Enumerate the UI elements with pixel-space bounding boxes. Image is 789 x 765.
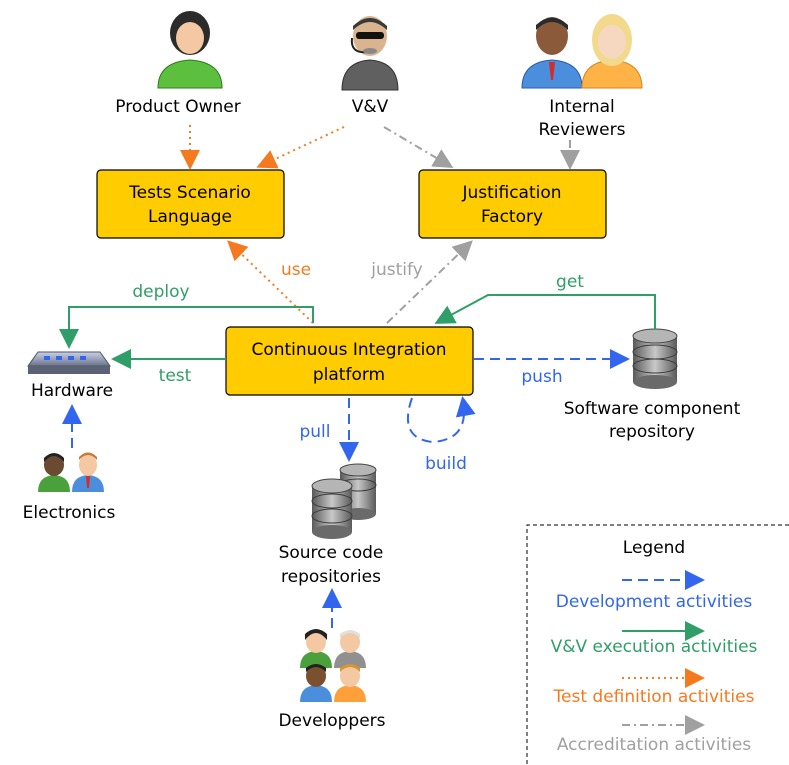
legend: Legend Development activities V&V execut…: [526, 524, 789, 765]
ci-platform-line2: platform: [313, 365, 385, 385]
legend-accreditation: Accreditation activities: [557, 735, 751, 755]
source-repos-line2: repositories: [281, 567, 381, 587]
ci-platform-line1: Continuous Integration: [251, 340, 446, 360]
edge-vv-to-justification: [383, 126, 454, 169]
product-owner-icon: [157, 11, 223, 89]
tests-scenario-line1: Tests Scenario: [128, 183, 251, 203]
edge-ci-justify-justification: [386, 240, 473, 324]
developers-icon: [300, 629, 366, 702]
build-label: build: [425, 454, 467, 474]
justification-factory-box: Justification Factory: [418, 169, 607, 239]
legend-title: Legend: [623, 538, 685, 558]
test-label: test: [159, 366, 192, 386]
internal-reviewers-icon: [521, 14, 643, 89]
tests-scenario-line2: Language: [148, 207, 232, 227]
hardware-label: Hardware: [31, 381, 113, 401]
ci-platform-box: Continuous Integration platform: [225, 326, 474, 396]
source-repos-database-icon: [311, 463, 377, 539]
legend-test-definition: Test definition activities: [553, 687, 755, 707]
software-repo-line2: repository: [609, 422, 695, 442]
get-label: get: [556, 272, 584, 292]
electronics-icon: [38, 452, 104, 492]
legend-development: Development activities: [556, 592, 753, 612]
edge-repo-get-ci: [434, 294, 656, 330]
edge-ci-use-tests: [227, 240, 314, 324]
electronics-label: Electronics: [23, 503, 116, 523]
justification-line2: Factory: [481, 207, 543, 227]
developers-label: Developpers: [278, 711, 385, 731]
use-label: use: [281, 260, 311, 280]
software-repo-database-icon: [632, 328, 678, 389]
push-label: push: [521, 367, 562, 387]
pull-label: pull: [299, 422, 330, 442]
deploy-label: deploy: [132, 282, 189, 302]
internal-reviewers-line2: Reviewers: [539, 120, 626, 140]
product-owner-label: Product Owner: [115, 97, 240, 117]
source-repos-line1: Source code: [279, 543, 384, 563]
internal-reviewers-line1: Internal: [549, 97, 615, 117]
hardware-icon: [27, 351, 111, 374]
vv-icon: [341, 16, 399, 91]
edge-ci-build-loop: [407, 396, 476, 444]
legend-vv-execution: V&V execution activities: [551, 637, 758, 657]
justify-label: justify: [370, 260, 423, 280]
software-repo-line1: Software component: [564, 399, 741, 419]
tests-scenario-language-box: Tests Scenario Language: [96, 169, 285, 239]
justification-line1: Justification: [461, 183, 561, 203]
edge-vv-to-tests: [256, 126, 345, 169]
vv-label: V&V: [352, 97, 389, 117]
edge-ci-deploy-hardware: [59, 306, 314, 349]
